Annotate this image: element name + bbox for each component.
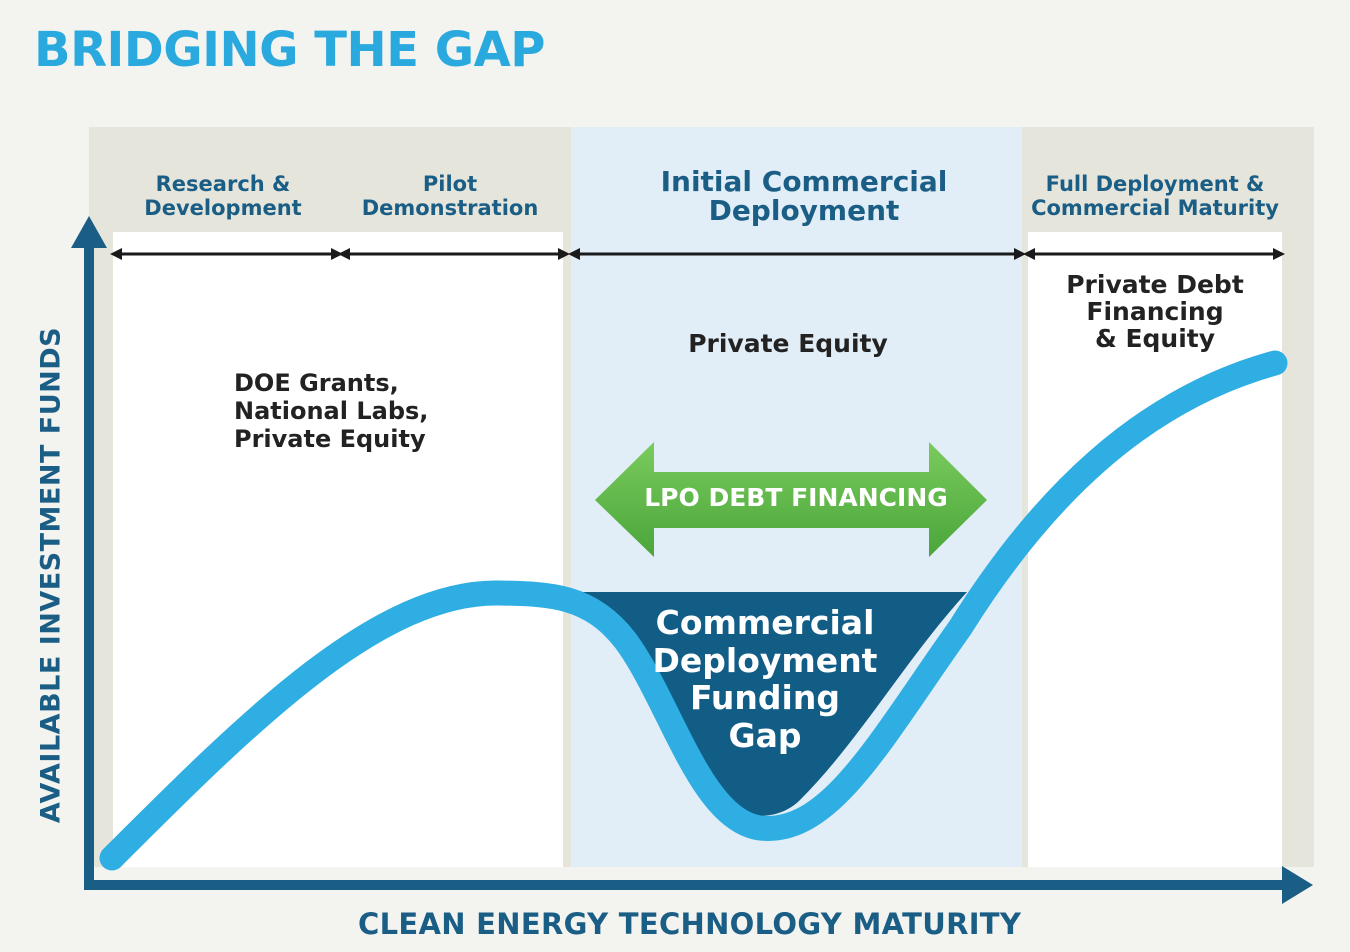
investment-curve bbox=[99, 350, 1288, 871]
funding-gap-area bbox=[567, 592, 967, 817]
stage-range-arrows bbox=[110, 248, 1285, 260]
mature-stage-panel bbox=[1028, 232, 1282, 867]
funding-gap-label: Commercial Deployment Funding Gap bbox=[652, 603, 878, 755]
early-stage-panel bbox=[113, 232, 563, 867]
y-axis-label: AVAILABLE INVESTMENT FUNDS bbox=[35, 326, 67, 824]
stage-label-initial-commercial: Initial Commercial Deployment bbox=[660, 165, 948, 227]
axes bbox=[71, 216, 1313, 904]
x-axis-label: CLEAN ENERGY TECHNOLOGY MATURITY bbox=[358, 907, 1022, 941]
stage-label-full-deployment: Full Deployment & Commercial Maturity bbox=[1031, 172, 1279, 220]
lpo-double-arrow bbox=[595, 442, 987, 557]
y-axis-arrowhead bbox=[71, 216, 107, 248]
stage-label-pilot: Pilot Demonstration bbox=[361, 172, 539, 220]
funding-label-early: DOE Grants, National Labs, Private Equit… bbox=[234, 369, 429, 453]
page-title: BRIDGING THE GAP bbox=[34, 22, 545, 78]
x-axis-arrowhead bbox=[1282, 866, 1313, 904]
lpo-debt-financing-label: LPO DEBT FINANCING bbox=[644, 483, 948, 512]
funding-label-initial: Private Equity bbox=[688, 329, 888, 358]
funding-label-mature: Private Debt Financing & Equity bbox=[1066, 270, 1244, 353]
stage-label-research: Research & Development bbox=[144, 172, 302, 220]
